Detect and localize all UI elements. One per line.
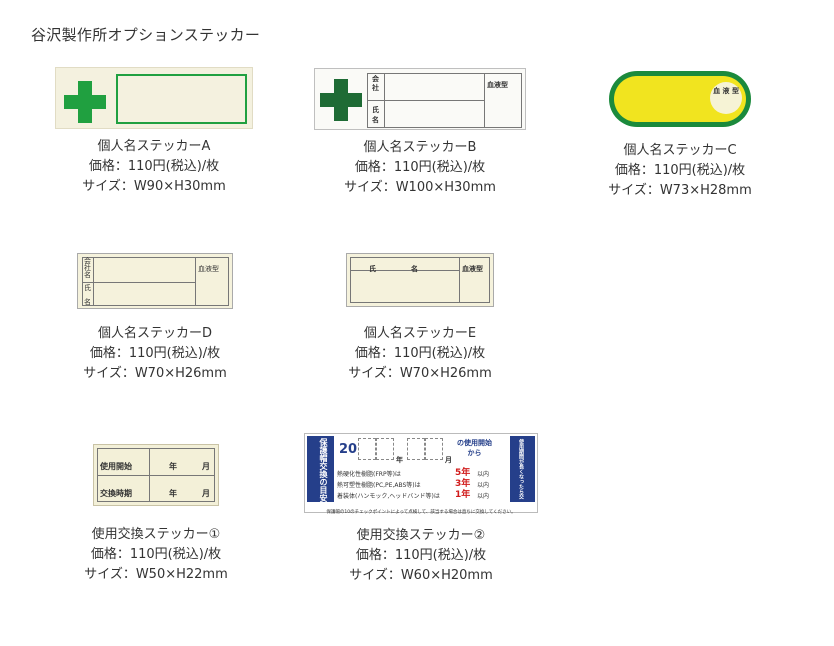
usage-sticker-item-2: 保護帽交換の目安 使用期間が長くなったら交換してください 20 年 月 の使用開… — [301, 433, 541, 586]
item-name: 使用交換ステッカー② — [356, 528, 486, 543]
rule-1-within: 以内 — [477, 471, 490, 478]
sticker-e-image: 氏 名 血液型 — [346, 253, 494, 307]
rule-2-within: 以内 — [477, 482, 490, 489]
green-cross-icon — [64, 81, 106, 123]
label-col — [82, 257, 94, 306]
company-label: 会 社 — [372, 75, 379, 92]
start-label: の使用開始 から — [457, 439, 492, 457]
item-name: 個人名ステッカーE — [363, 326, 477, 341]
caption: 個人名ステッカーD 価格：110円(税込)/枚 サイズ：W70×H26mm — [35, 324, 275, 384]
item-name: 個人名ステッカーB — [363, 140, 477, 155]
blood-box — [195, 257, 229, 306]
item-size: サイズ：W90×H30mm — [82, 179, 226, 194]
item-size: サイズ：W50×H22mm — [84, 567, 228, 582]
year-box-1 — [358, 438, 376, 460]
sticker-b-image: 会 社 氏 名 血液型 — [314, 68, 526, 130]
side-label: 保護帽交換の目安 — [319, 438, 328, 502]
item-size: サイズ：W100×H30mm — [344, 180, 496, 195]
item-price: 価格：110円(税込)/枚 — [89, 346, 221, 361]
item-price: 価格：110円(税込)/枚 — [355, 548, 487, 563]
rule-3-value: 1年 — [455, 490, 471, 500]
item-name: 個人名ステッカーA — [97, 139, 211, 154]
bottom-note: 保護帽の10のチェックポイントによって点検して、該当する場合は直ちに交換してくだ… — [326, 510, 516, 515]
company-label: 会 社 名 — [84, 257, 91, 279]
green-cross-icon — [320, 79, 362, 121]
name-label: 氏 名 — [369, 265, 418, 273]
blood-circle — [710, 82, 742, 114]
month-label: 月 — [202, 489, 210, 498]
name-label: 氏 名 — [84, 284, 91, 306]
company-box — [82, 257, 196, 283]
item-price: 価格：110円(税込)/枚 — [88, 159, 220, 174]
blood-label: 血液型 — [198, 265, 219, 273]
year-label: 年 — [169, 489, 177, 498]
usage-sticker-2-image: 保護帽交換の目安 使用期間が長くなったら交換してください 20 年 月 の使用開… — [304, 433, 538, 515]
sticker-item-c: 血 液 型 個人名ステッカーC 価格：110円(税込)/枚 サイズ：W73×H2… — [560, 71, 800, 201]
item-name: 個人名ステッカーC — [623, 143, 737, 158]
caption: 個人名ステッカーB 価格：110円(税込)/枚 サイズ：W100×H30mm — [300, 138, 540, 198]
rule-3: 着装体(ハンモック,ヘッドバンド等)は — [337, 493, 440, 500]
caption: 個人名ステッカーC 価格：110円(税込)/枚 サイズ：W73×H28mm — [560, 141, 800, 201]
right-label: 使用期間が長くなったら交換してください — [498, 439, 524, 499]
month-label: 月 — [202, 462, 210, 471]
item-price: 価格：110円(税込)/枚 — [354, 346, 486, 361]
use-start-label: 使用開始 — [100, 462, 132, 471]
usage-sticker-item-1: 使用開始 交換時期 年 月 年 月 使用交換ステッカー① 価格：110円(税込)… — [36, 444, 276, 585]
rule-2-value: 3年 — [455, 479, 471, 489]
blood-box — [484, 73, 522, 128]
sticker-a-image — [55, 67, 253, 129]
blood-label: 血液型 — [487, 81, 508, 89]
rule-1-value: 5年 — [455, 468, 471, 478]
caption: 使用交換ステッカー② 価格：110円(税込)/枚 サイズ：W60×H20mm — [301, 526, 541, 586]
item-price: 価格：110円(税込)/枚 — [614, 163, 746, 178]
page-title: 谷沢製作所オプションステッカー — [31, 26, 261, 44]
month-box-1 — [407, 438, 425, 460]
item-size: サイズ：W60×H20mm — [349, 568, 493, 583]
year-prefix: 20 — [339, 442, 358, 457]
blood-box — [459, 257, 490, 303]
item-price: 価格：110円(税込)/枚 — [90, 547, 222, 562]
blood-label: 血液型 — [462, 265, 483, 273]
year-box-2 — [376, 438, 394, 460]
caption: 個人名ステッカーA 価格：110円(税込)/枚 サイズ：W90×H30mm — [34, 137, 274, 197]
item-price: 価格：110円(税込)/枚 — [354, 160, 486, 175]
swap-time-date-box — [149, 475, 215, 502]
sticker-d-image: 会 社 名 氏 名 血液型 — [77, 253, 233, 309]
year-label: 年 — [396, 456, 403, 464]
item-size: サイズ：W70×H26mm — [83, 366, 227, 381]
name-box — [116, 74, 247, 124]
sticker-item-b: 会 社 氏 名 血液型 個人名ステッカーB 価格：110円(税込)/枚 サイズ：… — [300, 68, 540, 198]
usage-sticker-1-image: 使用開始 交換時期 年 月 年 月 — [93, 444, 219, 506]
right-banner — [510, 436, 535, 502]
rule-2: 熱可塑性樹脂(PC,PE,ABS等)は — [337, 482, 421, 489]
item-name: 個人名ステッカーD — [97, 326, 212, 341]
item-size: サイズ：W73×H28mm — [608, 183, 752, 198]
blood-label: 血 液 型 — [713, 87, 739, 95]
rule-3-within: 以内 — [477, 493, 490, 500]
sticker-item-a: 個人名ステッカーA 価格：110円(税込)/枚 サイズ：W90×H30mm — [34, 67, 274, 197]
side-banner — [307, 436, 334, 502]
sticker-item-e: 氏 名 血液型 個人名ステッカーE 価格：110円(税込)/枚 サイズ：W70×… — [300, 253, 540, 384]
caption: 使用交換ステッカー① 価格：110円(税込)/枚 サイズ：W50×H22mm — [36, 525, 276, 585]
name-label: 氏 名 — [372, 106, 379, 124]
month-box-2 — [425, 438, 443, 460]
month-label: 月 — [445, 456, 452, 464]
label-col — [367, 73, 385, 128]
item-name: 使用交換ステッカー① — [91, 527, 221, 542]
item-size: サイズ：W70×H26mm — [348, 366, 492, 381]
caption: 個人名ステッカーE 価格：110円(税込)/枚 サイズ：W70×H26mm — [300, 324, 540, 384]
swap-time-label: 交換時期 — [100, 489, 132, 498]
sticker-c-image: 血 液 型 — [609, 71, 751, 127]
rule-1: 熱硬化性樹脂(FRP等)は — [337, 471, 401, 478]
year-label: 年 — [169, 462, 177, 471]
name-box — [82, 282, 196, 306]
sticker-item-d: 会 社 名 氏 名 血液型 個人名ステッカーD 価格：110円(税込)/枚 サイ… — [35, 253, 275, 384]
